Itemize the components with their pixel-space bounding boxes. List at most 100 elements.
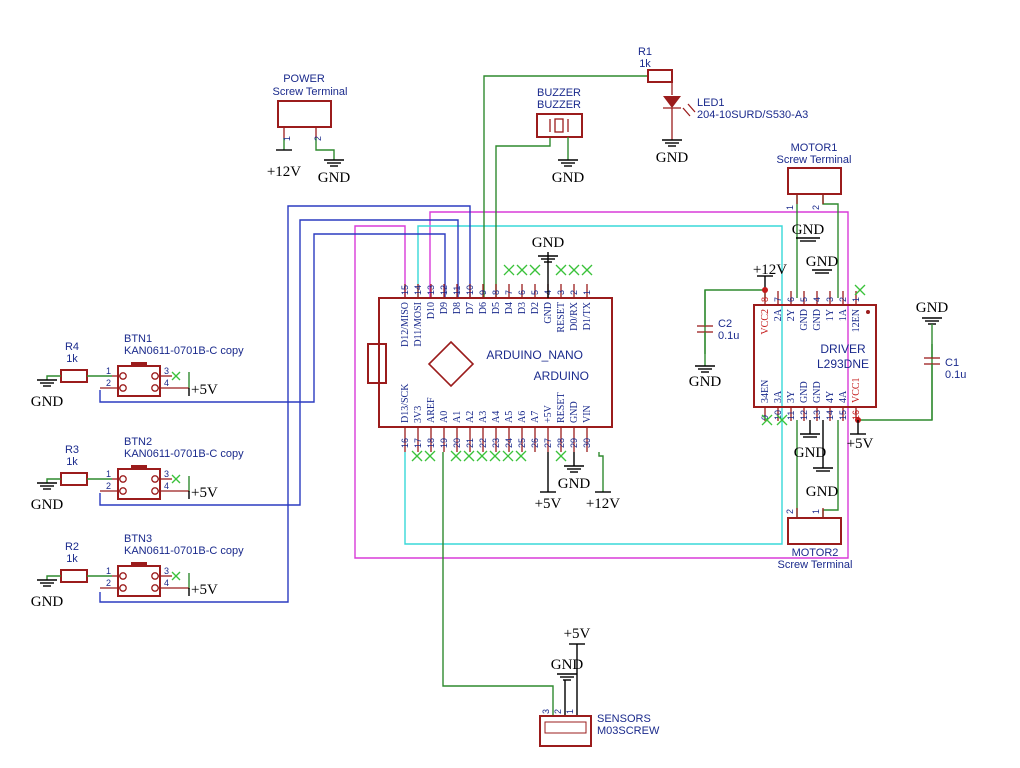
button-gnd-label: GND [31, 497, 64, 513]
nano-pin-name: D8 [452, 302, 463, 314]
motor1-pin2: 2 [811, 205, 821, 210]
button-pin: 2 [106, 481, 111, 491]
resistor-r1[interactable]: R1 1k [638, 46, 673, 95]
driver-pin-16[interactable]: 16 VCC1 [851, 377, 862, 421]
driver-pin-3[interactable]: 31Y [825, 291, 836, 321]
button-value: KAN0611-0701B-C copy [124, 545, 244, 557]
nano-pin-name: RESET [556, 302, 567, 333]
nano-pin-6[interactable]: 6D3 [517, 284, 528, 314]
nano-pin-name: A1 [452, 411, 463, 423]
buzzer-value: BUZZER [537, 99, 581, 111]
driver-pin-name: VCC1 [851, 377, 862, 403]
nano-pin-number: 19 [439, 438, 449, 448]
driver-pin-name: GND [799, 309, 810, 331]
driver-pin-7[interactable]: 72A [773, 291, 784, 321]
motor2-gnd2-label: GND [806, 484, 839, 500]
nano-pin-27[interactable]: 27+5V [543, 404, 554, 452]
nano-pin-name: A6 [517, 411, 528, 423]
button-gnd-label: GND [31, 394, 64, 410]
nano-pin-8[interactable]: 8D5 [491, 284, 502, 314]
nano-pin-name: D12/MISO [400, 302, 411, 347]
capacitor-c2[interactable]: C2 0.1u GND [689, 290, 740, 390]
driver-pin-number: 16 [851, 410, 861, 420]
driver-5v-label: +5V [847, 436, 874, 452]
power-terminal[interactable]: POWER Screw Terminal 1 2 +12V GND [267, 73, 351, 186]
driver-ref: DRIVER [820, 342, 866, 356]
motor2-terminal[interactable]: GND GND 2 1 MOTOR2 Screw Terminal [778, 420, 853, 571]
c2-value: 0.1u [718, 330, 739, 342]
button-pin: 3 [164, 469, 169, 479]
button-5v-label: +5V [191, 582, 218, 598]
arduino-nano[interactable]: 15D12/MISO14D11/MOSI13D1012D911D810D79D6… [367, 284, 613, 452]
nano-pin-7[interactable]: 7D4 [504, 284, 515, 314]
driver-pin-number: 1 [851, 297, 861, 302]
capacitor-c1[interactable]: GND C1 0.1u [916, 300, 967, 420]
ground-symbol [796, 237, 820, 242]
nano-pin-9[interactable]: 9D6 [478, 284, 489, 314]
driver-pin-name: 2A [773, 308, 784, 321]
driver-ic[interactable]: 8VCC272A62Y5GND4GND31Y21A112EN934EN103A1… [753, 291, 877, 421]
driver-value: L293DNE [817, 357, 869, 371]
nano-pin-number: 12 [439, 285, 449, 295]
driver-pin-name: 1A [838, 308, 849, 321]
driver-pin-6[interactable]: 62Y [786, 291, 797, 321]
nano-pin-number: 13 [426, 285, 436, 295]
ground-symbol [37, 579, 57, 587]
nano-pin-5[interactable]: 5D2 [530, 284, 541, 314]
driver-pin-2[interactable]: 21A [838, 291, 849, 321]
nano-gnd-top-label: GND [532, 235, 565, 251]
sensors-pin2: 2 [553, 709, 563, 714]
nano-pin-number: 5 [530, 290, 540, 295]
driver-pin-name: 3A [773, 390, 784, 403]
sensors-connector[interactable]: +5V GND 3 2 1 SENSORS M03SCREW [539, 626, 660, 747]
nano-pin-2[interactable]: 2D0/RX [569, 284, 580, 331]
driver-pin-number: 3 [825, 297, 835, 302]
motor1-terminal[interactable]: MOTOR1 Screw Terminal 1 2 GND GND [777, 142, 852, 274]
nano-pin-number: 1 [582, 290, 592, 295]
driver-pin-9[interactable]: 934EN [760, 380, 771, 421]
c1-value: 0.1u [945, 369, 966, 381]
nano-pin-number: 11 [452, 286, 462, 295]
nano-value: ARDUINO [534, 369, 589, 383]
motor2-pin2: 2 [785, 509, 795, 514]
nano-pin-1[interactable]: 1D1/TX [582, 284, 593, 330]
resistor-body [60, 569, 88, 583]
buzzer[interactable]: BUZZER BUZZER GND [536, 87, 584, 186]
led1[interactable]: LED1 204-10SURD/S530-A3 GND [656, 96, 809, 166]
